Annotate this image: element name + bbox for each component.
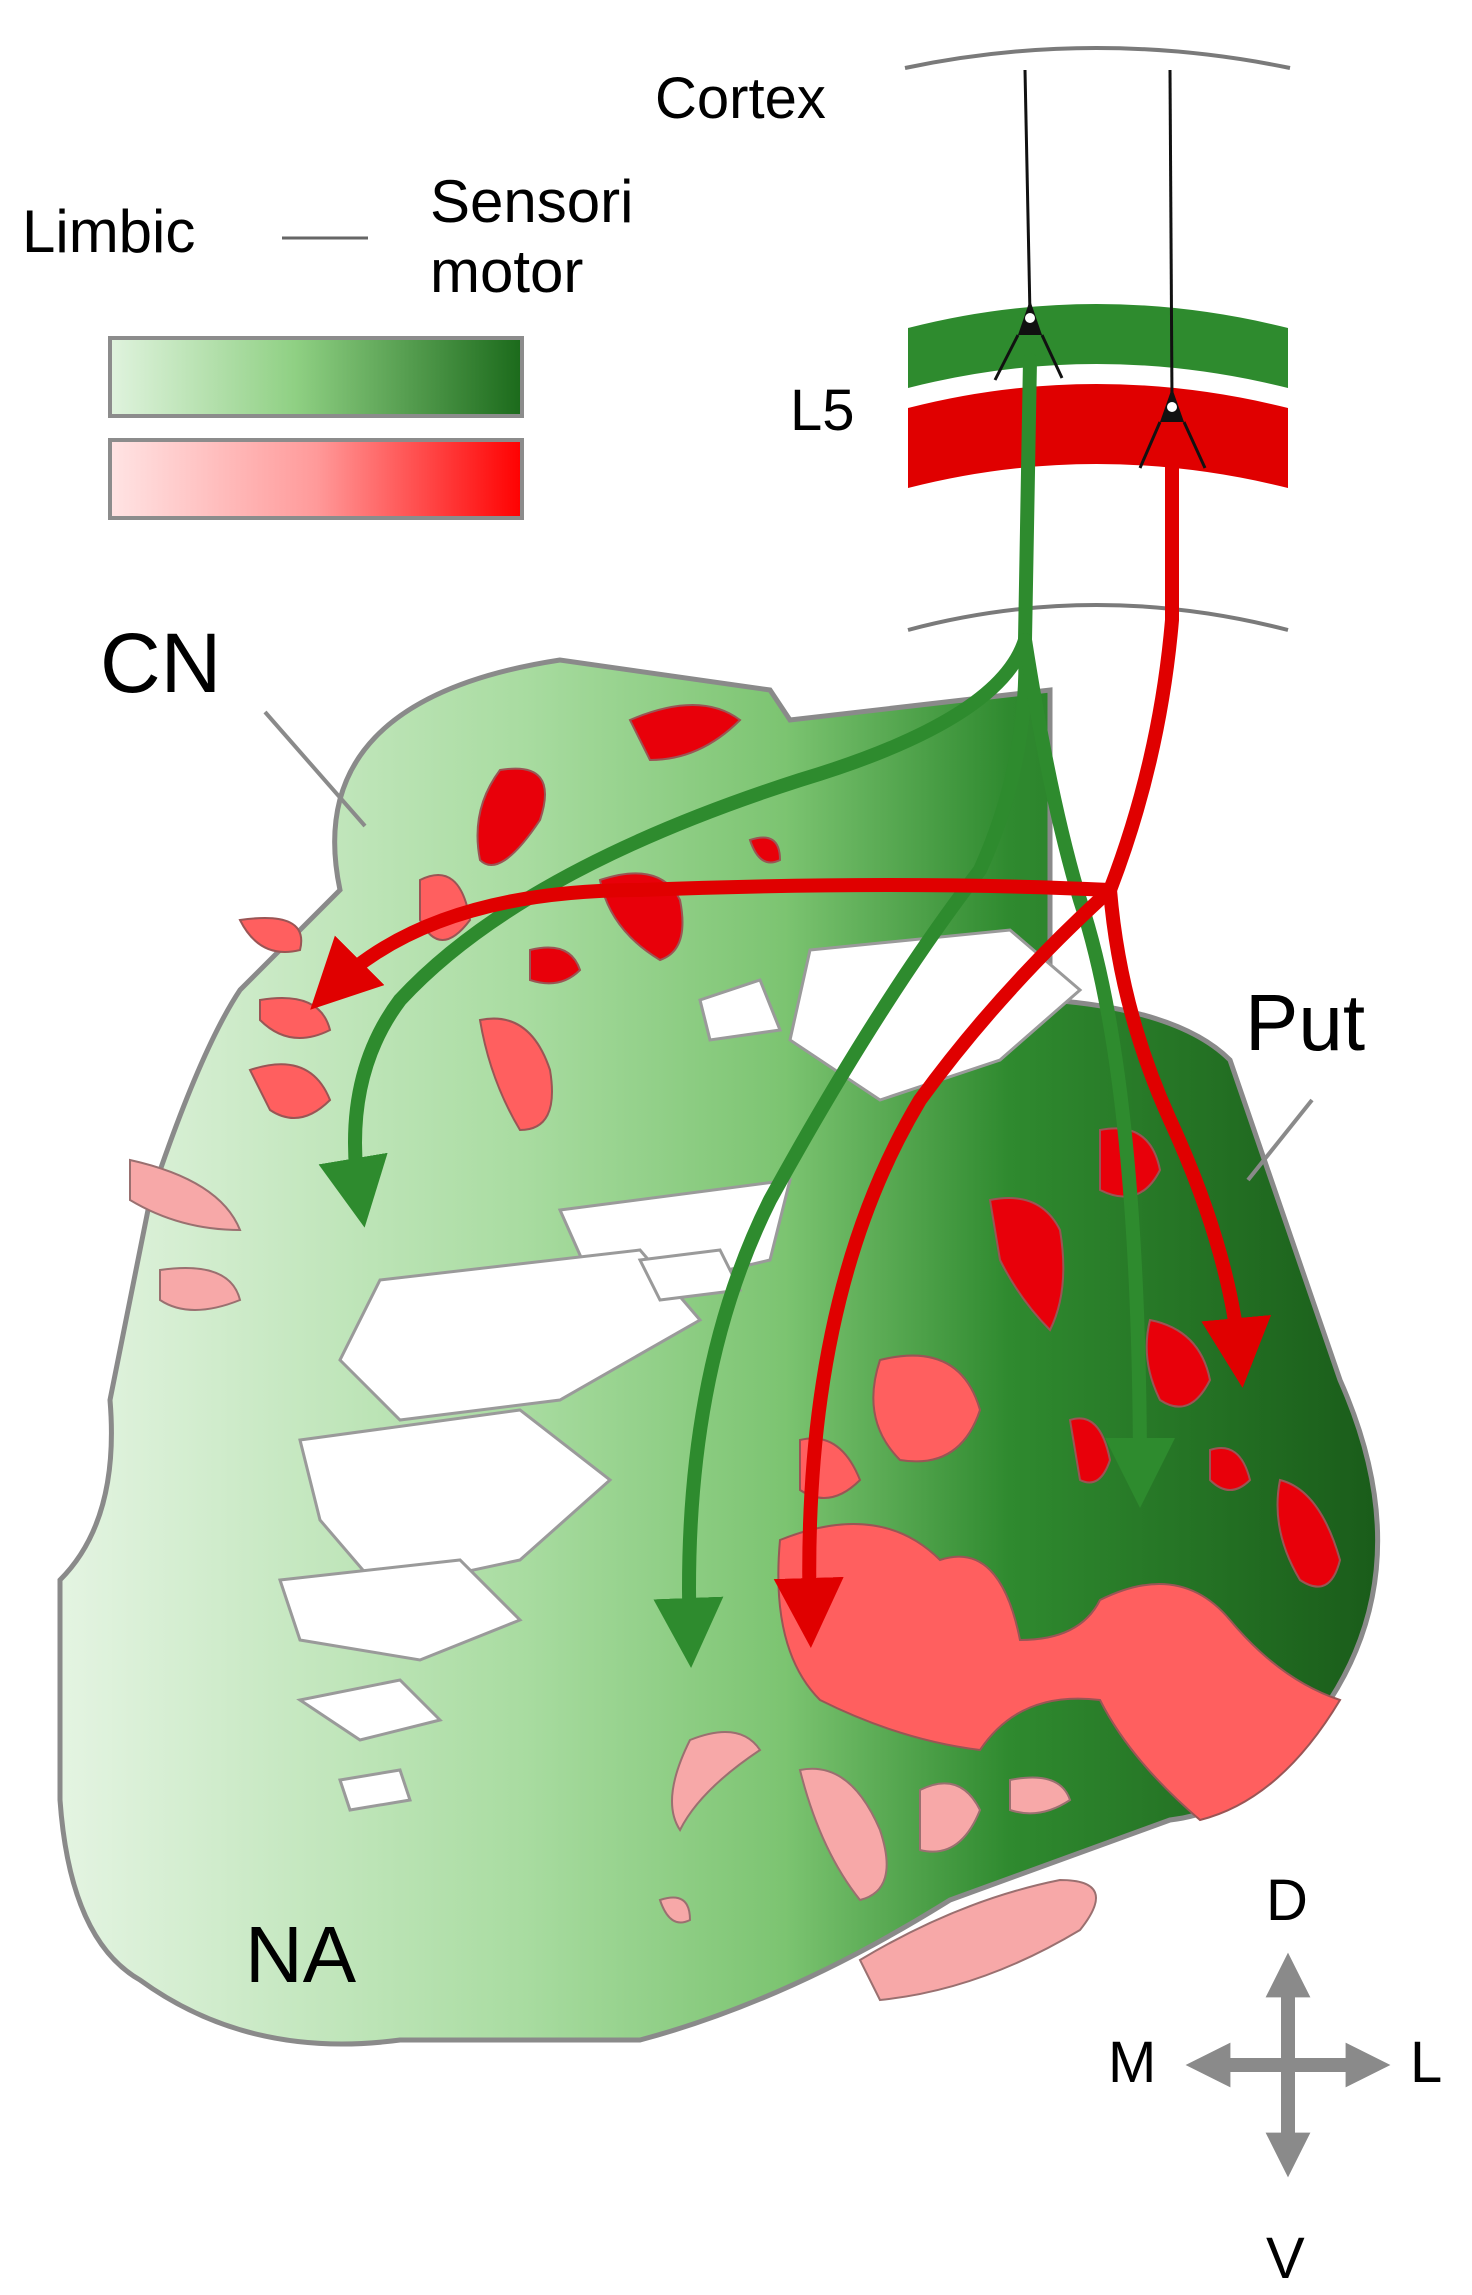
compass-v-label: V	[1266, 2226, 1305, 2291]
put-leader-line	[1246, 1098, 1314, 1182]
red-projection-to-cn	[310, 433, 1179, 1010]
compass-d-label: D	[1266, 1868, 1308, 1933]
fiber-bundles	[277, 928, 1083, 1812]
green-projection-to-cn	[318, 353, 1037, 1228]
legend-sensorimotor-label-2: motor	[430, 238, 583, 305]
red-projection-to-put	[1103, 883, 1272, 1388]
neuron-icon	[1138, 69, 1207, 469]
cortex-layer-red	[908, 384, 1288, 488]
region-labels: CN Put NA	[100, 616, 1365, 1999]
white-matter-line	[907, 603, 1289, 632]
legend-sensorimotor-label-1: Sensori	[430, 168, 633, 235]
neuron-icon	[993, 69, 1064, 381]
cortex-surface-line	[904, 46, 1291, 70]
l5-label: L5	[790, 378, 855, 443]
cortex-layer-green	[908, 304, 1288, 388]
cortex: Cortex L5	[655, 46, 1291, 632]
green-projection-to-na	[653, 633, 1033, 1668]
cn-leader-line	[263, 710, 367, 828]
green-projection-to-put	[1018, 633, 1175, 1508]
cn-label: CN	[100, 616, 221, 710]
put-label: Put	[1245, 978, 1365, 1067]
red-patches-mid	[238, 874, 1342, 1822]
compass-m-label: M	[1108, 2030, 1156, 2095]
red-patches-light	[129, 1158, 1097, 2002]
projections	[310, 353, 1272, 1668]
compass-arrows-icon: D V M L	[1108, 1868, 1442, 2291]
red-projection-to-na	[773, 883, 1117, 1648]
legend: Limbic Sensori motor	[22, 168, 633, 520]
legend-green-gradient-bar	[108, 336, 524, 418]
red-patches-strong	[476, 704, 1342, 1588]
legend-red-gradient-bar	[108, 438, 524, 520]
compass-l-label: L	[1410, 2030, 1442, 2095]
legend-limbic-label: Limbic	[22, 198, 195, 265]
cortex-label: Cortex	[655, 66, 826, 131]
na-label: NA	[245, 1910, 357, 1999]
